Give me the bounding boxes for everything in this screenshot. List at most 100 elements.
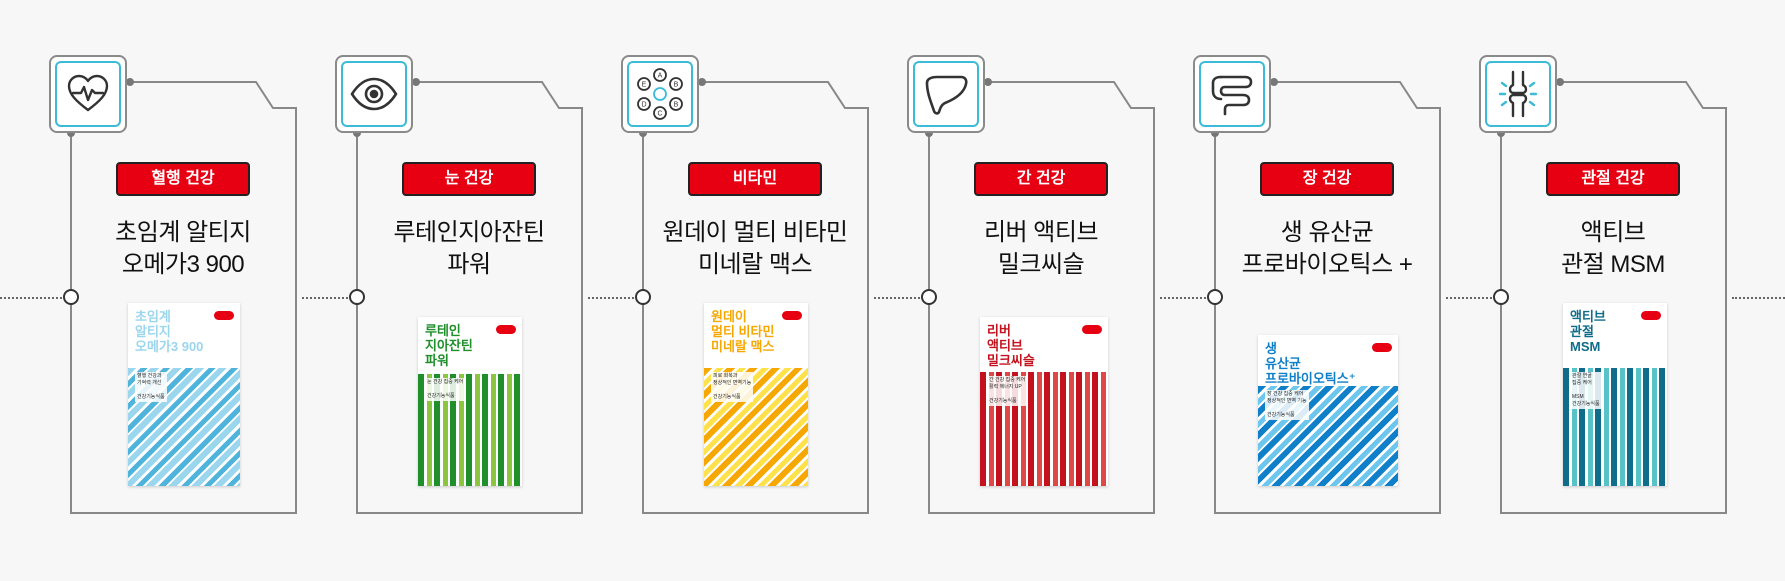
card-frame: [63, 78, 297, 514]
liver-icon: [913, 61, 979, 127]
category-badge: 장 건강: [1260, 162, 1394, 196]
package-description: 피로 회복과 정상적인 면역기능 건강기능식품: [711, 372, 754, 402]
product-package-image: 액티브 관절 MSM 관절 연골 집중 케어 MSM 건강기능식품: [1563, 303, 1667, 486]
dotted-connector: [874, 297, 924, 299]
package-description: 간 건강 집중 케어 활력 에너지 UP 건강기능식품: [987, 376, 1028, 406]
product-title-line1: 생 유산균: [1280, 219, 1374, 246]
svg-text:C: C: [657, 111, 662, 118]
category-icon-box: [907, 55, 985, 133]
heart-pulse-icon: [55, 61, 121, 127]
card-frame: [921, 78, 1155, 514]
card-outline: [1214, 81, 1441, 514]
intestine-icon: [1199, 61, 1265, 127]
brand-logo: [214, 311, 234, 320]
package-description: 눈 건강 집중 케어 건강기능식품: [425, 378, 466, 401]
product-title-line1: 초임계 알티지: [115, 219, 251, 246]
card-outline: [928, 81, 1155, 514]
card-outline: [70, 81, 297, 514]
dotted-connector: [1732, 297, 1785, 299]
category-badge: 비타민: [688, 162, 822, 196]
category-icon-box: [1479, 55, 1557, 133]
card-outline: [356, 81, 583, 514]
svg-text:E: E: [642, 82, 647, 89]
category-badge: 간 건강: [974, 162, 1108, 196]
svg-text:D: D: [641, 102, 646, 109]
category-icon-box: [49, 55, 127, 133]
card-outline: [642, 81, 869, 514]
category-icon-box: [335, 55, 413, 133]
category-badge: 눈 건강: [402, 162, 536, 196]
dotted-connector: [1160, 297, 1210, 299]
connector-dot: [698, 78, 706, 86]
dotted-connector: [588, 297, 638, 299]
connector-dot: [1556, 78, 1564, 86]
product-title-line1: 액티브: [1580, 219, 1646, 246]
product-title-line2: 프로바이오틱스 +: [1241, 251, 1413, 278]
brand-logo: [1372, 343, 1392, 352]
category-badge: 혈행 건강: [116, 162, 250, 196]
connector-dot: [1270, 78, 1278, 86]
connector-dot: [412, 78, 420, 86]
product-title-line1: 루테인지아잔틴: [393, 219, 545, 246]
package-description: 관절 연골 집중 케어 MSM 건강기능식품: [1570, 372, 1602, 409]
svg-text:B: B: [674, 102, 679, 109]
category-icon-box: [1193, 55, 1271, 133]
card-frame: [1493, 78, 1727, 514]
product-title-line1: 원데이 멀티 비타민: [662, 219, 848, 246]
brand-logo: [782, 311, 802, 320]
product-package-image: 생 유산균 프로바이오틱스⁺ 장 건강 집중 케어 정상적인 면역 기능 건강기능…: [1258, 335, 1398, 486]
timeline-node: [1207, 289, 1223, 305]
product-title-line1: 리버 액티브: [983, 219, 1099, 246]
package-product-name: 액티브 관절 MSM: [1570, 309, 1606, 354]
svg-text:B: B: [674, 82, 679, 89]
vitamin-molecule-icon: A C E B D B: [627, 61, 693, 127]
package-description: 장 건강 집중 케어 정상적인 면역 기능 건강기능식품: [1265, 390, 1309, 420]
joint-icon: [1485, 61, 1551, 127]
package-description: 혈행 건강과 기억력 개선 건강기능식품: [135, 372, 167, 402]
timeline-node: [921, 289, 937, 305]
dotted-connector: [1446, 297, 1496, 299]
brand-logo: [496, 325, 516, 334]
product-title-line2: 파워: [447, 251, 491, 278]
svg-text:A: A: [658, 73, 663, 80]
package-product-name: 원데이 멀티 비타민 미네랄 맥스: [711, 309, 775, 354]
card-frame: [349, 78, 583, 514]
eye-icon: [341, 61, 407, 127]
brand-logo: [1082, 325, 1102, 334]
product-title-line2: 관절 MSM: [1561, 251, 1665, 278]
package-product-name: 생 유산균 프로바이오틱스⁺: [1265, 341, 1356, 386]
category-icon-box: A C E B D B: [621, 55, 699, 133]
package-product-name: 초임계 알티지 오메가3 900: [135, 309, 204, 354]
product-title-line2: 오메가3 900: [121, 251, 245, 278]
card-frame: [1207, 78, 1441, 514]
connector-dot: [126, 78, 134, 86]
card-frame: [635, 78, 869, 514]
product-package-image: 초임계 알티지 오메가3 900 혈행 건강과 기억력 개선 건강기능식품: [128, 303, 240, 486]
brand-logo: [1641, 311, 1661, 320]
timeline-node: [349, 289, 365, 305]
dotted-connector: [302, 297, 352, 299]
package-product-name: 루테인 지아잔틴 파워: [425, 323, 473, 368]
category-badge: 관절 건강: [1546, 162, 1680, 196]
card-outline: [1500, 81, 1727, 514]
connector-dot: [984, 78, 992, 86]
package-product-name: 리버 액티브 밀크씨슬: [987, 323, 1035, 368]
product-title-line2: 미네랄 맥스: [697, 251, 813, 278]
timeline-node: [63, 289, 79, 305]
